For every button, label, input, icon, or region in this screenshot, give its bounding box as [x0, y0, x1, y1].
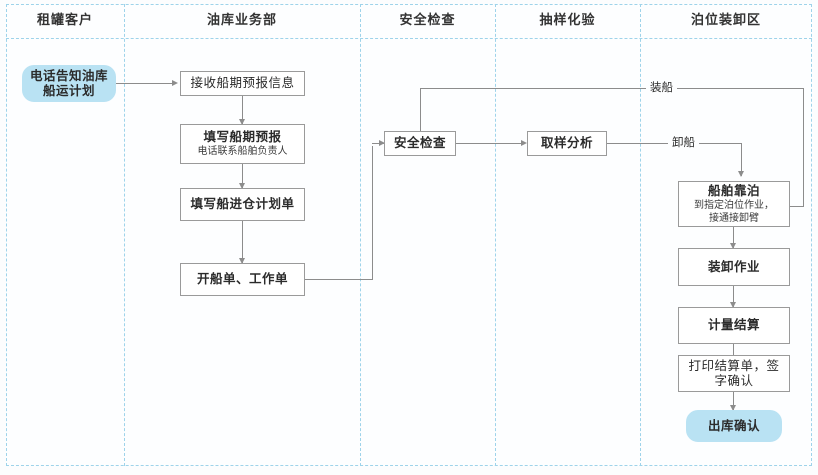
edge-receive-to-forecast: [242, 96, 243, 124]
node-loading-unloading-operation[interactable]: 装卸作业: [678, 248, 790, 286]
lane-divider-3: [495, 4, 496, 466]
lane-title-sampling: 抽样化验: [539, 12, 596, 27]
node-start-notify-plan[interactable]: 电话告知油库 船运计划: [22, 65, 116, 102]
edge-label-load-ship: 装船: [646, 81, 677, 95]
node-order-label: 开船单、工作单: [196, 272, 288, 286]
edge-printing-to-end-arrow: [729, 405, 736, 411]
node-sampling-analysis[interactable]: 取样分析: [527, 131, 607, 156]
edge-loading-to-metering-arrow: [729, 302, 736, 308]
edge-forecast-to-plan: [242, 164, 243, 188]
node-loading-label: 装卸作业: [707, 259, 760, 274]
edge-printing-to-end: [733, 392, 734, 410]
lane-title-customer: 租罐客户: [36, 12, 93, 27]
node-receive-forecast-info[interactable]: 接收船期预报信息: [180, 71, 305, 96]
node-berthing-label: 船舶靠泊: [707, 183, 760, 198]
node-printing-label-line1: 打印结算单，签: [688, 358, 780, 373]
lane-header-rule: [6, 38, 812, 39]
node-berthing-sublabel-line2: 接通接卸臂: [709, 212, 759, 224]
node-receive-label: 接收船期预报信息: [190, 76, 295, 90]
edge-unloadship-v: [741, 143, 742, 176]
edge-safety-to-sampling-arrow: [521, 139, 527, 146]
node-sailing-work-order[interactable]: 开船单、工作单: [180, 263, 305, 296]
edge-order-to-safety-h2: [372, 143, 384, 144]
node-berthing-sublabel-line1: 到指定泊位作业，: [694, 199, 774, 211]
node-sampling-label: 取样分析: [540, 136, 593, 150]
edge-label-unload-ship: 卸船: [668, 136, 699, 150]
node-printing-label-line2: 字确认: [714, 373, 754, 388]
edge-berthing-to-loading-arrow: [729, 243, 736, 249]
node-plan-label: 填写船进仓计划单: [190, 197, 295, 211]
edge-loadship-v-right: [803, 88, 804, 206]
edge-order-to-safety-h1: [305, 279, 373, 280]
node-metering-settlement[interactable]: 计量结算: [678, 307, 790, 344]
lane-divider-2: [360, 4, 361, 466]
edge-start-to-receive: [116, 83, 174, 84]
edge-forecast-to-plan-arrow: [238, 183, 245, 189]
edge-plan-to-order-arrow: [238, 258, 245, 264]
edge-start-to-receive-arrow: [172, 79, 178, 86]
edge-loadship-h-top: [420, 88, 804, 89]
lane-divider-1: [124, 4, 125, 466]
node-fill-shipping-forecast[interactable]: 填写船期预报 电话联系船舶负责人: [180, 124, 305, 164]
edge-loadship-v-left: [420, 88, 421, 131]
node-safety-inspection[interactable]: 安全检查: [384, 131, 456, 156]
node-forecast-sublabel: 电话联系船舶负责人: [197, 146, 288, 157]
edge-safety-to-sampling: [456, 143, 524, 144]
edge-plan-to-order: [242, 221, 243, 263]
edge-metering-to-printing: [733, 344, 734, 364]
node-print-settlement-sign[interactable]: 打印结算单，签 字确认: [678, 355, 790, 392]
swimlane-frame: [6, 4, 812, 466]
node-ship-berthing[interactable]: 船舶靠泊 到指定泊位作业， 接通接卸臂: [678, 181, 790, 227]
edge-loading-to-metering: [733, 286, 734, 307]
node-fill-warehouse-plan[interactable]: 填写船进仓计划单: [180, 188, 305, 221]
edge-loadship-h-into-berth: [790, 206, 804, 207]
node-end-outbound-confirm[interactable]: 出库确认: [686, 410, 782, 442]
lane-title-berth: 泊位装卸区: [690, 12, 761, 27]
node-metering-label: 计量结算: [707, 318, 760, 332]
lane-title-depot: 油库业务部: [206, 12, 277, 27]
edge-order-to-safety-arrow: [379, 139, 385, 146]
node-start-label-line1: 电话告知油库: [29, 68, 108, 83]
edge-receive-to-forecast-arrow: [238, 119, 245, 125]
node-forecast-label: 填写船期预报: [203, 130, 282, 144]
edge-order-to-safety-v: [372, 146, 373, 280]
node-start-label-line2: 船运计划: [42, 83, 95, 98]
lane-divider-4: [640, 4, 641, 466]
node-safety-label: 安全检查: [393, 136, 446, 150]
node-end-label: 出库确认: [707, 418, 760, 433]
edge-berthing-to-loading: [733, 227, 734, 248]
lane-title-safety: 安全检查: [399, 12, 456, 27]
edge-unloadship-arrow: [737, 171, 744, 177]
